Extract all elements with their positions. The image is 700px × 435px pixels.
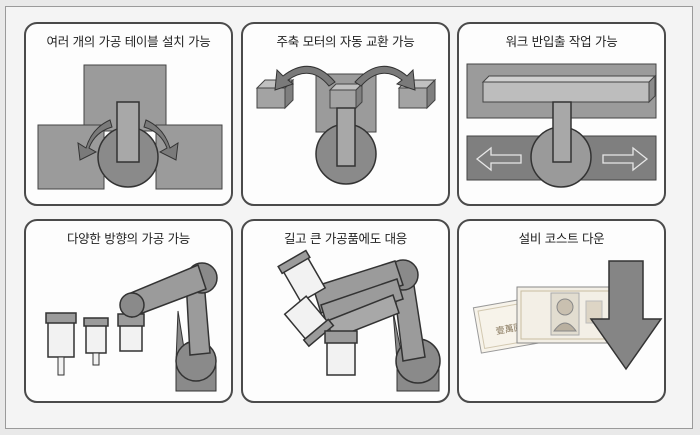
panel-title: 여러 개의 가공 테이블 설치 가능	[46, 34, 211, 49]
right-arrow-icon	[602, 146, 649, 172]
exchange-right-arrow-icon	[354, 65, 416, 91]
down-arrow-icon	[589, 260, 663, 371]
rotate-right-arrow-icon	[143, 119, 179, 161]
panel-spindle-motor-change: 주축 모터의 자동 교환 가능	[241, 22, 450, 206]
panel-title: 길고 큰 가공품에도 대응	[283, 231, 408, 246]
panel-cost-reduction: 설비 코스트 다운 壹萬圓	[457, 219, 666, 403]
spindle-motor-illustration	[255, 65, 437, 185]
left-arrow-icon	[475, 146, 522, 172]
panel-multi-direction: 다양한 방향의 가공 가능	[24, 219, 233, 403]
multiple-tables-illustration	[37, 64, 223, 190]
panel-workpiece-loading: 워크 반입출 작업 가능	[457, 22, 666, 206]
large-workpiece-illustration	[277, 249, 441, 392]
workpiece-loading-illustration	[466, 63, 657, 188]
panel-large-workpiece: 길고 큰 가공품에도 대응	[241, 219, 450, 403]
panel-title: 주축 모터의 자동 교환 가능	[276, 34, 415, 49]
panel-title: 다양한 방향의 가공 가능	[66, 231, 191, 246]
banknote-front	[516, 286, 614, 344]
exchange-left-arrow-icon	[274, 65, 336, 91]
panel-title: 설비 코스트 다운	[518, 231, 605, 246]
rotate-left-arrow-icon	[77, 119, 113, 161]
cost-reduction-illustration: 壹萬圓	[472, 260, 663, 371]
multi-direction-illustration	[45, 262, 218, 392]
panel-multiple-tables: 여러 개의 가공 테이블 설치 가능	[24, 22, 233, 206]
panel-title: 워크 반입출 작업 가능	[505, 34, 618, 49]
